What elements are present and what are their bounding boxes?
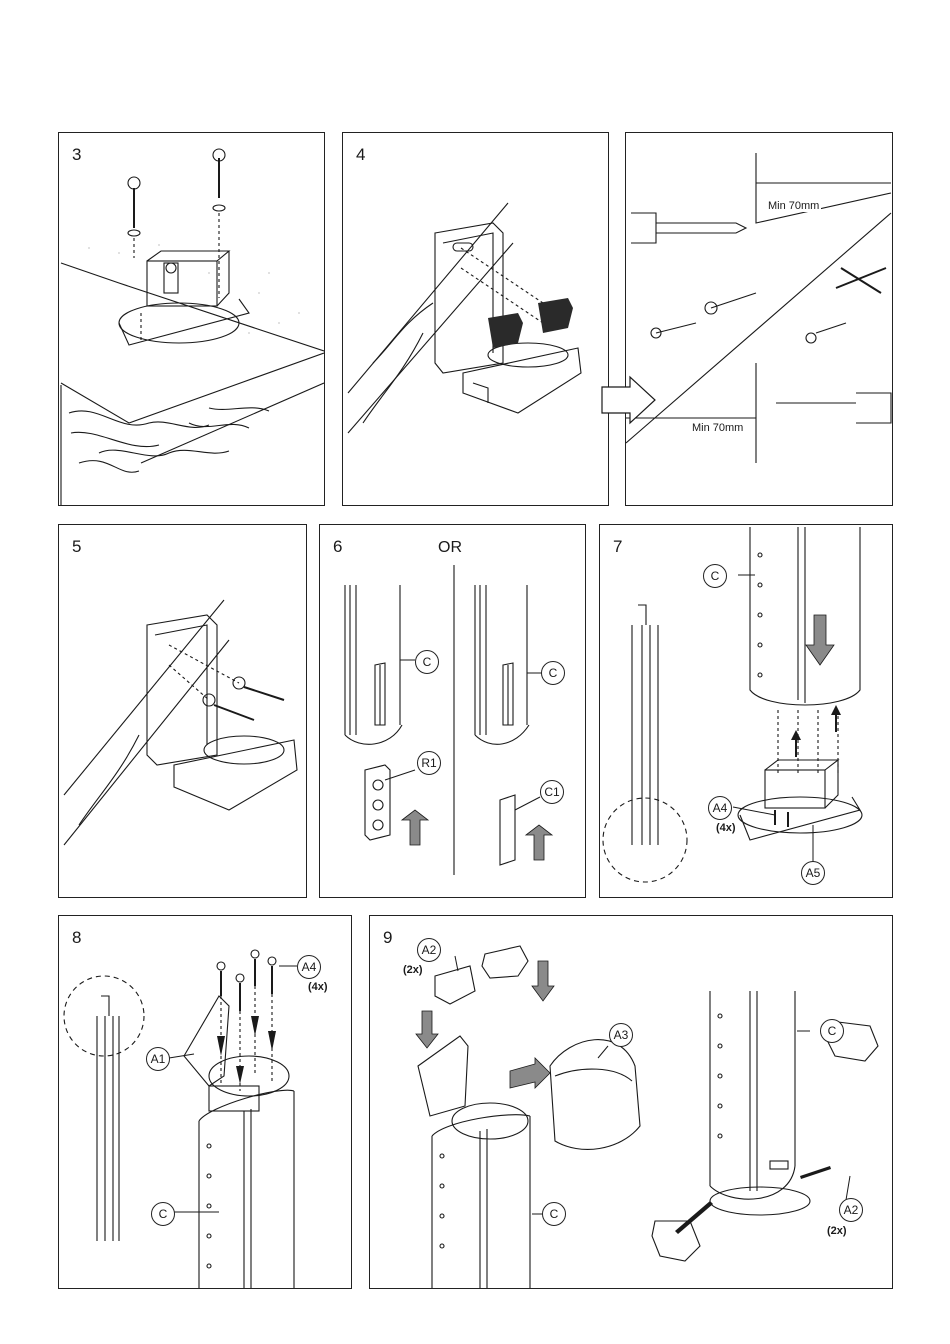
step-9-illustration (370, 916, 893, 1289)
step-5-illustration (59, 525, 307, 898)
step-3-illustration (59, 133, 325, 506)
wall-anchor-illustration (626, 133, 893, 506)
dimension-label-bottom: Min 70mm (690, 422, 745, 434)
callout-c-left: C (415, 650, 439, 674)
quantity-a4: (4x) (716, 822, 736, 834)
callout-a5: A5 (801, 861, 825, 885)
callout-c-right: C (820, 1019, 844, 1043)
dimension-label-top: Min 70mm (766, 200, 821, 212)
callout-a2-top: A2 (417, 938, 441, 962)
step-7-panel: 7 (599, 524, 893, 898)
step-5-panel: 5 (58, 524, 307, 898)
step-8-panel: 8 (58, 915, 352, 1289)
wall-mounting-panel: Min 70mm Min 70mm (625, 132, 893, 506)
callout-c-right: C (541, 661, 565, 685)
quantity-a4: (4x) (308, 981, 328, 993)
callout-c-left: C (542, 1202, 566, 1226)
callout-c: C (703, 564, 727, 588)
quantity-a2-bottom: (2x) (827, 1225, 847, 1237)
callout-a4: A4 (297, 955, 321, 979)
callout-a2-bottom: A2 (839, 1198, 863, 1222)
callout-c: C (151, 1202, 175, 1226)
callout-a1: A1 (146, 1047, 170, 1071)
quantity-a2-top: (2x) (403, 964, 423, 976)
callout-c1: C1 (540, 780, 564, 804)
callout-a4: A4 (708, 796, 732, 820)
step-7-illustration (600, 525, 893, 898)
callout-a3: A3 (609, 1023, 633, 1047)
step-3-panel: 3 (58, 132, 325, 506)
step-4-panel: 4 (342, 132, 609, 506)
step-9-panel: 9 (369, 915, 893, 1289)
callout-r1: R1 (417, 751, 441, 775)
step-4-illustration (343, 133, 609, 506)
step-6-illustration (320, 525, 586, 898)
transition-arrow (600, 375, 660, 425)
step-6-panel: 6 OR C R1 C C1 (319, 524, 586, 898)
